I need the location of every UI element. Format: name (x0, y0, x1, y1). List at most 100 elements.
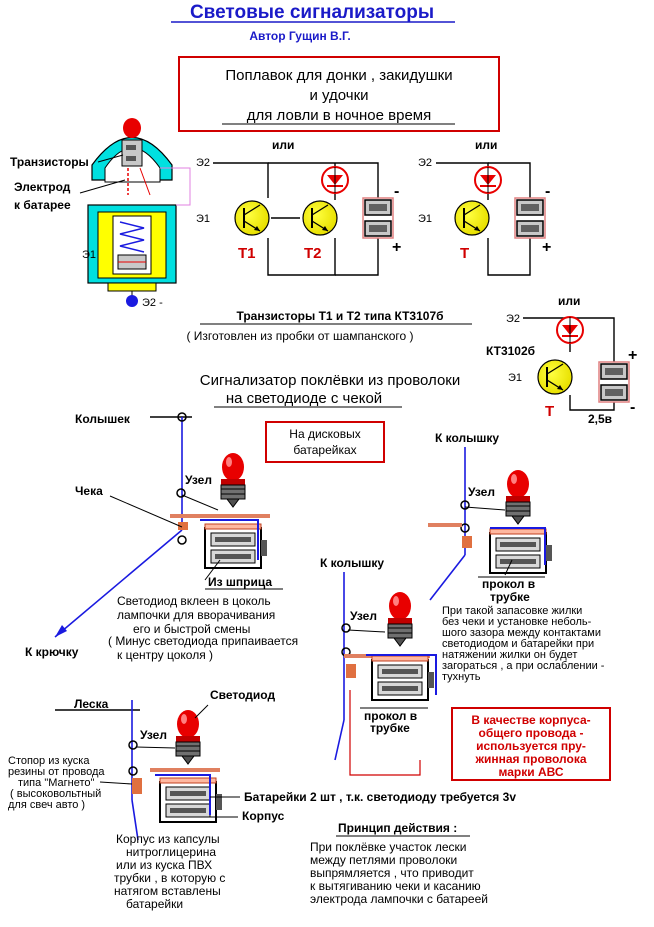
device-check (54, 412, 270, 638)
c2-e2: Э2 (418, 157, 432, 169)
float-top-led (123, 118, 141, 138)
knot-label-4: Узел (140, 728, 167, 742)
to-hook-label: К крючку (25, 645, 79, 659)
device-middle (334, 572, 437, 776)
led-glued-line3: его и быстрой смены (133, 622, 250, 636)
battery-2 (514, 197, 546, 239)
red-note-line3: используется пру- (476, 739, 586, 753)
housing-line5: натягом вставлены (114, 884, 221, 898)
float-title-line1: Поплавок для донки , закидушки (225, 67, 452, 84)
device-bottom (55, 700, 240, 841)
red-note-line5: марки АВС (499, 765, 564, 779)
disk-box-line2: батарейках (293, 443, 356, 457)
transistors-label: Транзисторы (10, 155, 89, 169)
puncture-label-1-line1: прокол в (482, 577, 535, 591)
note-right-line7: тухнуть (442, 671, 481, 683)
label-t1: Т1 (238, 245, 256, 262)
circuit-t1-t2 (213, 162, 379, 276)
to-peg-label-2: К колышку (320, 556, 384, 570)
stopper-line5: для свеч авто ) (8, 799, 85, 811)
note-right-line2: без чеки и установке неболь- (442, 616, 592, 628)
float-e1-label: Э1 (82, 249, 96, 261)
transistor-t (454, 200, 490, 236)
to-peg-label-1: К колышку (435, 431, 499, 445)
transistor-note-line2: ( Изготовлен из пробки от шампанского ) (186, 329, 413, 343)
float-title-line2: и удочки (309, 87, 368, 104)
puncture-label-1-line2: трубке (490, 590, 530, 604)
principle-line1: При поклёвке участок лески (310, 840, 467, 854)
c3-plus: + (628, 347, 637, 364)
c1-e2: Э2 (196, 157, 210, 169)
led-symbol-2 (474, 166, 502, 194)
battery-1 (362, 197, 394, 239)
to-battery-label: к батарее (14, 198, 71, 212)
kt3102-label: КТ3102б (486, 344, 535, 358)
led-label: Светодиод (210, 688, 275, 702)
c3-e1: Э1 (508, 372, 522, 384)
syringe-label: Из шприца (208, 575, 272, 589)
wire-title-line2: на светодиоде с чекой (226, 390, 382, 407)
red-note-line4: жинная проволока (474, 752, 586, 766)
label-t-c2: Т (460, 245, 469, 262)
c3-ili: или (558, 294, 580, 308)
knot-label-1: Узел (185, 473, 212, 487)
red-note-box (451, 707, 611, 781)
stopper-line4: ( высоковольтный (10, 788, 101, 800)
volt-label: 2,5в (588, 412, 612, 426)
wire-title-line1: Сигнализатор поклёвки из проволоки (200, 372, 461, 389)
float-title-line3: для ловли в ночное время (247, 107, 431, 124)
disk-battery-box (265, 421, 385, 463)
note-right-line1: При такой запасовке жилки (442, 605, 582, 617)
c2-plus: + (542, 239, 551, 256)
c2-minus: - (545, 183, 550, 200)
led-glued-line1: Светодиод вклеен в цоколь (117, 594, 271, 608)
transistor-t2 (302, 200, 338, 236)
housing-line2: нитроглицерина (126, 845, 216, 859)
peg-label: Колышек (75, 412, 131, 426)
housing-line6: батарейки (126, 897, 183, 911)
author-label: Автор Гущин В.Г. (249, 29, 350, 43)
c3-e2: Э2 (506, 313, 520, 325)
c1-minus: - (394, 183, 399, 200)
body-label: Корпус (242, 809, 285, 823)
red-note-line2: общего провода - (479, 726, 584, 740)
puncture-label-2-line1: прокол в (364, 709, 417, 723)
c2-ili: или (475, 138, 497, 152)
led-symbol-1 (321, 166, 349, 194)
housing-line4: трубки , в которую с (114, 871, 225, 885)
c1-e1: Э1 (196, 213, 210, 225)
battery-3 (598, 361, 630, 403)
label-t2: Т2 (304, 245, 322, 262)
red-note-line1: В качестве корпуса- (471, 713, 590, 727)
housing-line3: или из куска ПВХ (116, 858, 212, 872)
note-right-line3: шого зазора между контактами (442, 627, 601, 639)
note-right-line6: загораться , а при ослаблении - (442, 660, 605, 672)
c1-ili: или (272, 138, 294, 152)
principle-line5: электрода лампочки с батареей (310, 892, 488, 906)
disk-box-line1: На дисковых (289, 427, 360, 441)
float-e2-label: Э2 - (142, 297, 163, 309)
c3-minus: - (630, 399, 635, 416)
minus-note-line2: к центру цоколя ) (117, 648, 213, 662)
float-title-box (178, 56, 500, 132)
check-label: Чека (75, 484, 103, 498)
label-t-c3: Т (545, 403, 554, 420)
transistor-kt3102 (537, 359, 573, 395)
stopper-line3: типа "Магнето" (18, 777, 94, 789)
stopper-line1: Стопор из куска (8, 755, 90, 767)
housing-line1: Корпус из капсулы (116, 832, 220, 846)
minus-note-line1: ( Минус светодиода припаивается (108, 634, 298, 648)
principle-line2: между петлями проволоки (310, 853, 457, 867)
led-symbol-3 (556, 316, 584, 344)
note-right-line4: светодиодом и батарейки при (442, 638, 594, 650)
led-glued-line2: лампочки для вворачивания (117, 608, 275, 622)
device-right (428, 447, 553, 601)
principle-line3: выпрямляется , что приводит (310, 866, 474, 880)
knot-label-3: Узел (350, 609, 377, 623)
float-illustration (87, 118, 191, 307)
transistor-t1 (234, 200, 270, 236)
transistor-note-line1: Транзисторы Т1 и Т2 типа КТ3107б (236, 309, 443, 323)
principle-line4: к вытягиванию чеки и касанию (310, 879, 481, 893)
